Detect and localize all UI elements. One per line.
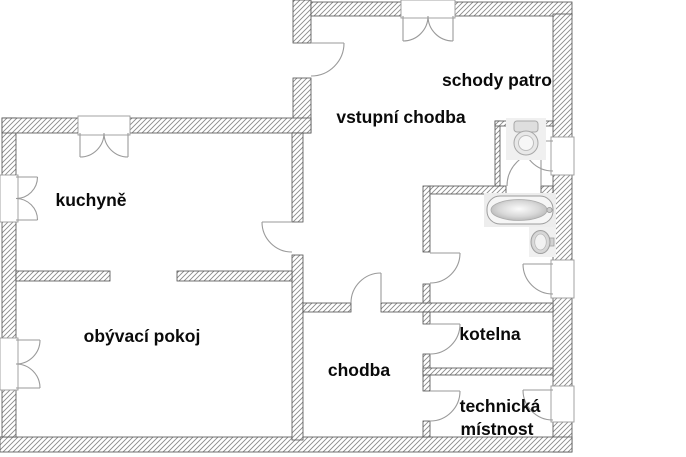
room-label-technicka-line1: technická — [460, 396, 541, 416]
wall-segment — [127, 117, 312, 134]
window-casement — [15, 339, 41, 389]
door-frame — [550, 259, 575, 299]
window-frame — [77, 115, 131, 136]
room-label-chodba: chodba — [328, 360, 390, 380]
wall-segment — [422, 283, 431, 304]
wall-segment — [0, 436, 573, 453]
wall-segment — [494, 120, 501, 187]
room-label-kotelna: kotelna — [459, 324, 521, 344]
door-swing-arc — [261, 221, 293, 253]
window-casement — [79, 132, 129, 158]
bathtub-icon — [484, 193, 556, 227]
wall-segment — [1, 117, 81, 134]
doors — [261, 0, 575, 423]
door-technicka-left — [429, 390, 461, 422]
room-labels: kuchyně obývací pokoj vstupní chodba sch… — [56, 70, 552, 439]
wall-segment — [302, 302, 352, 313]
door-leaf — [402, 16, 454, 41]
wall-segment — [292, 0, 312, 44]
window-kitchen-top — [77, 115, 131, 158]
window-frame — [0, 337, 19, 391]
door-swing-arc — [522, 389, 554, 421]
wall-segment — [291, 254, 304, 441]
wall-segment — [1, 219, 17, 341]
door-swing-arc — [522, 263, 554, 295]
door-swing-arc — [429, 252, 461, 284]
room-label-obyvaci-pokoj: obývací pokoj — [84, 326, 201, 346]
windows — [0, 115, 575, 391]
wall-segment — [540, 185, 554, 195]
wall-segment — [422, 420, 431, 438]
wall-segment — [176, 270, 293, 282]
door-swing-arc — [429, 390, 461, 422]
room-label-vstupni-chodba: vstupní chodba — [336, 107, 466, 127]
room-label-technicka-line2: místnost — [461, 419, 534, 439]
bathtub-drain — [546, 206, 553, 213]
window-casement — [15, 176, 39, 221]
door-swing-arc — [402, 15, 454, 42]
window-living-left — [0, 337, 41, 391]
wall-segment — [552, 13, 573, 140]
toilet-icon — [506, 118, 546, 160]
door-technicka-right — [522, 385, 575, 423]
door-bathroom-right — [522, 259, 575, 299]
door-frame — [550, 385, 575, 423]
wall-segment — [291, 132, 304, 223]
toilet-bowl-inner — [518, 135, 534, 151]
room-label-kuchyne: kuchyně — [56, 190, 127, 210]
door-chodba — [350, 272, 382, 304]
sink-bowl-inner — [534, 233, 547, 251]
wall-segment — [15, 270, 111, 282]
wall-segment — [422, 311, 431, 325]
wall-segment — [429, 185, 507, 195]
wall-segment — [422, 185, 431, 253]
door-bathroom-left — [429, 252, 461, 284]
door-frame — [400, 0, 456, 19]
window-frame — [550, 136, 575, 176]
window-frame — [0, 174, 19, 223]
wall-segment — [422, 367, 554, 376]
door-kotelna — [429, 323, 461, 355]
room-label-schody-patro: schody patro — [442, 70, 552, 90]
window-kitchen-left — [0, 174, 39, 223]
toilet-tank — [513, 120, 539, 133]
wall-segment — [310, 1, 404, 17]
fixtures — [484, 118, 556, 257]
door-west-entrance-hall — [310, 42, 345, 77]
door-swing-arc — [350, 272, 382, 304]
wall-segment — [1, 387, 17, 438]
entrance-double-door — [400, 0, 456, 42]
door-kitchen — [261, 221, 293, 253]
door-swing-arc — [310, 42, 345, 77]
door-swing-arc — [429, 323, 461, 355]
walls — [0, 0, 573, 453]
bathtub-basin — [490, 199, 548, 221]
sink-icon — [529, 227, 556, 257]
wall-segment — [552, 295, 573, 389]
wall-segment — [380, 302, 554, 313]
